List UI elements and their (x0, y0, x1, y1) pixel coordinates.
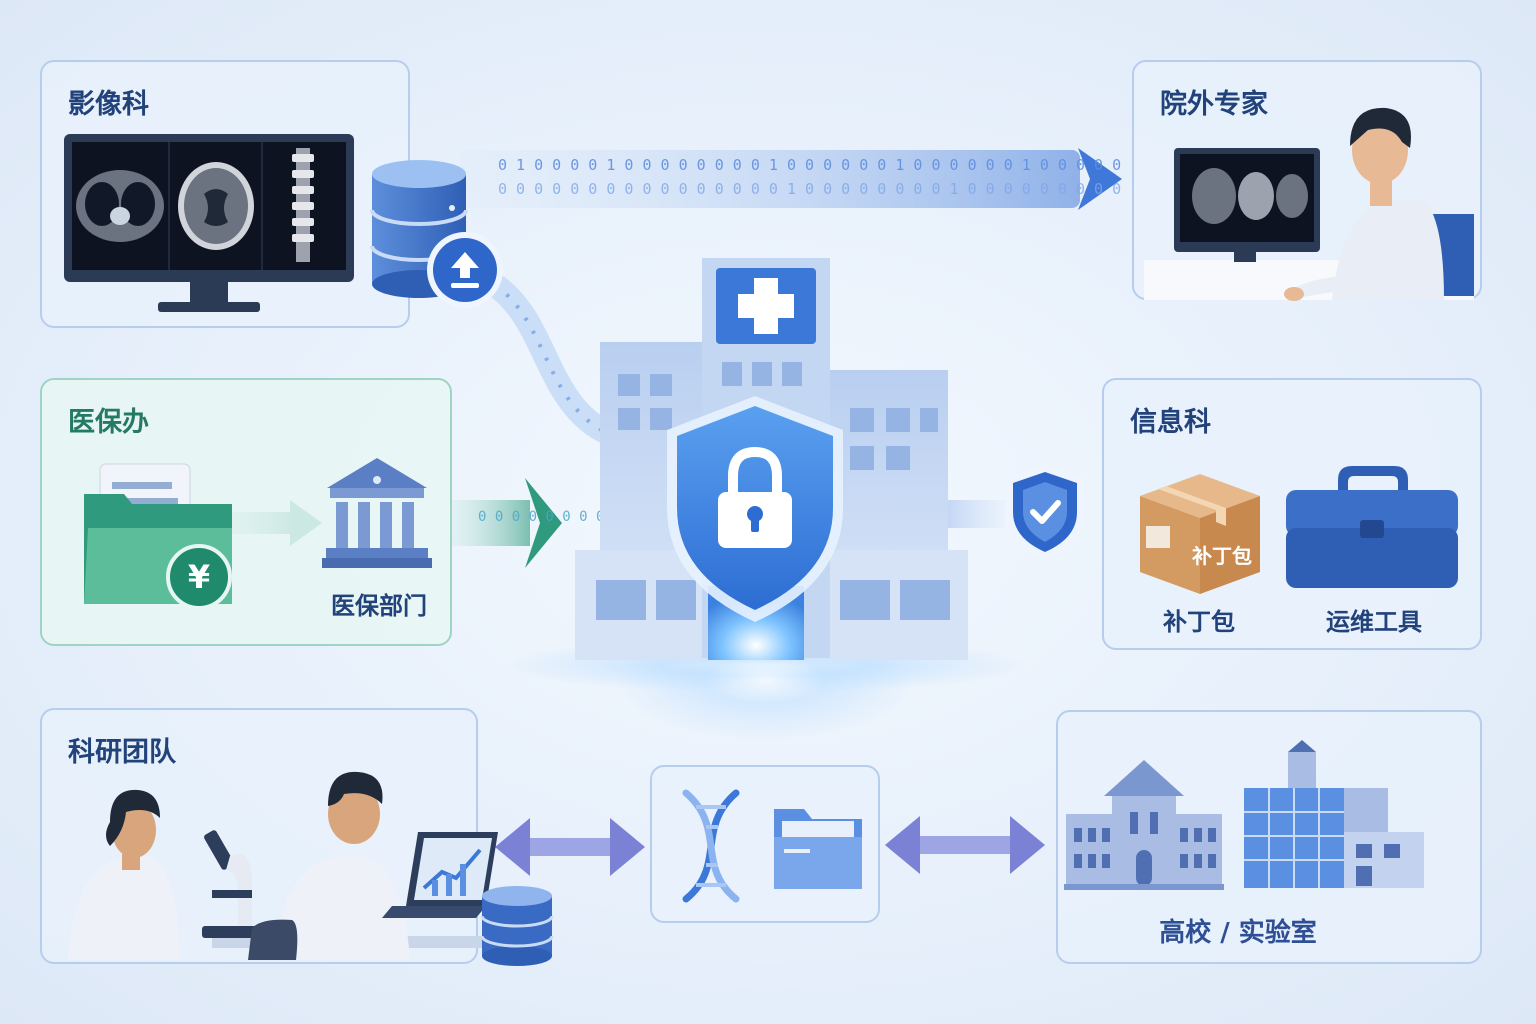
university-panel: 高校 / 实验室 (1056, 710, 1482, 964)
toolbox-icon (1286, 466, 1458, 588)
dna-icon (682, 789, 740, 903)
patch-label: 补丁包 (1163, 608, 1235, 636)
data-stream-text-row2: 0 0 0 0 0 0 0 0 0 0 0 0 0 0 0 0 1 0 0 0 … (498, 180, 1122, 198)
research-data-panel (650, 765, 880, 923)
panel-title: 信息科 (1130, 407, 1211, 438)
it-department-panel: 信息科 补丁包 补丁包 运维工具 (1102, 378, 1482, 650)
laptop-chart-icon (382, 832, 498, 918)
package-box-text: 补丁包 (1192, 544, 1252, 568)
university-exchange-arrow (885, 816, 1045, 874)
research-scene (68, 771, 498, 960)
insurance-dept-label: 医保部门 (331, 592, 427, 620)
tools-label: 运维工具 (1326, 608, 1422, 636)
microscope-icon (202, 830, 262, 938)
currency-icon: ¥ (166, 544, 232, 610)
shield-check-icon (1005, 464, 1085, 560)
university-label: 高校 / 实验室 (1159, 918, 1317, 948)
external-expert-panel: 院外专家 (1132, 60, 1482, 301)
database-icon (480, 886, 554, 966)
research-exchange-arrow (495, 818, 645, 876)
top-data-stream-arrow (460, 148, 1122, 210)
imaging-panel: 影像科 (40, 60, 410, 328)
database-icon (370, 160, 468, 298)
upload-icon (427, 232, 503, 308)
hospital-building (575, 258, 968, 660)
data-stream-text-row1: 0 1 0 0 0 0 1 0 0 0 0 0 0 0 0 1 0 0 0 0 … (498, 156, 1122, 174)
panel-title: 医保办 (68, 407, 149, 438)
imaging-monitor-icon (64, 134, 354, 312)
bank-icon (322, 458, 432, 568)
panel-title: 影像科 (68, 89, 149, 120)
folder-icon (774, 809, 862, 889)
package-box-icon (1140, 474, 1260, 594)
university-buildings-icon (1064, 740, 1424, 890)
expert-workstation-icon (1144, 107, 1474, 301)
panel-title: 科研团队 (68, 737, 176, 768)
insurance-office-panel: 医保办 ¥ 医保部门 (40, 378, 452, 646)
panel-title: 院外专家 (1160, 89, 1268, 120)
research-team-panel: 科研团队 (40, 708, 498, 964)
